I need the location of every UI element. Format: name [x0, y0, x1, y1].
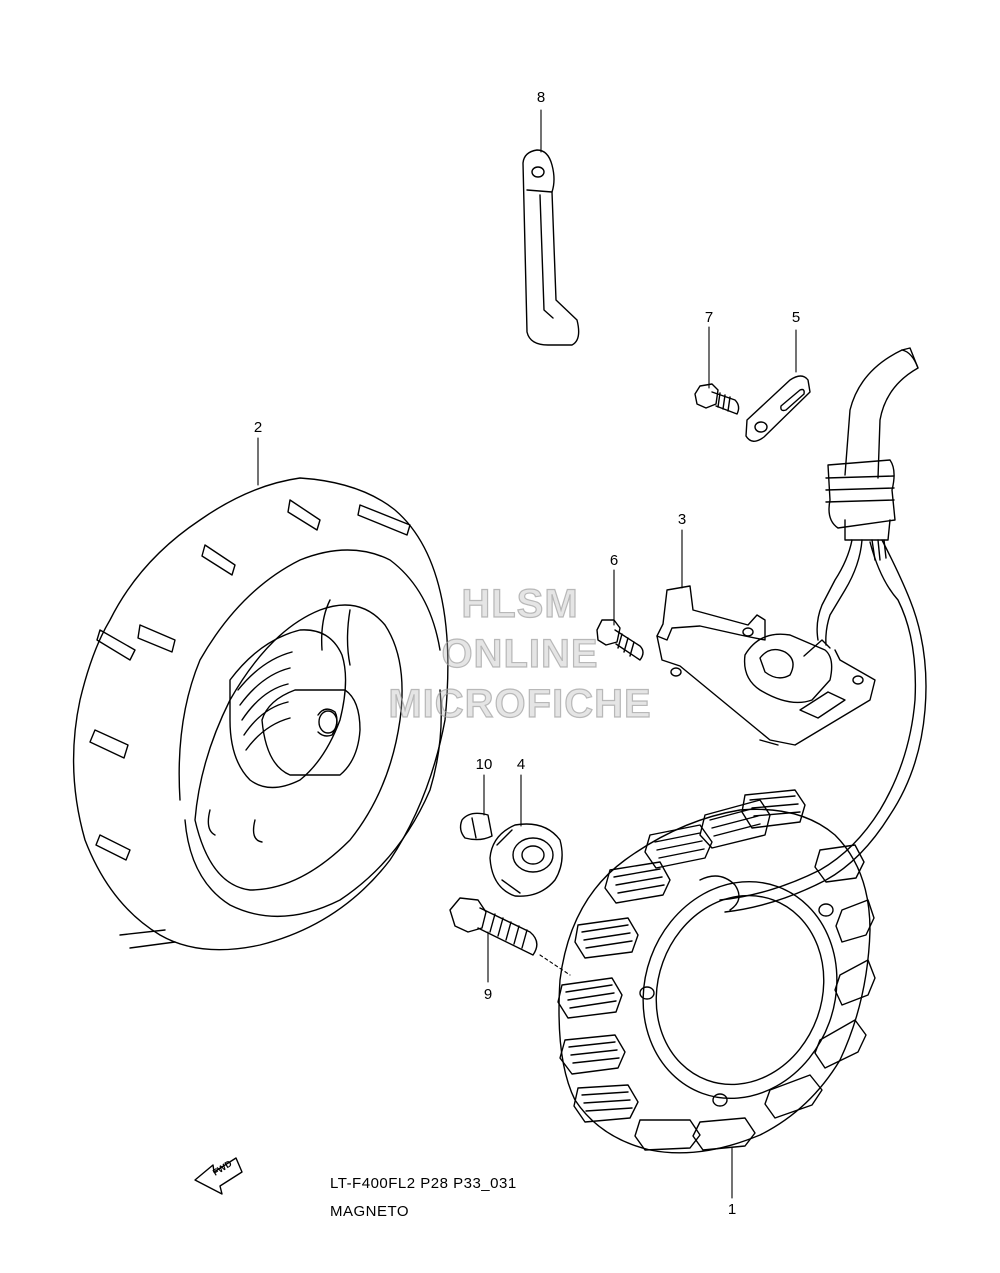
watermark-line-3: MICROFICHE — [388, 681, 652, 726]
diagram-title: MAGNETO — [330, 1203, 410, 1220]
part-9-bolt — [449, 897, 538, 956]
stator-poles — [557, 789, 876, 1151]
callout-6: 6 — [609, 552, 619, 569]
leader-lines — [257, 109, 797, 1199]
diagram-code: LT-F400FL2 P28 P33_031 — [330, 1175, 517, 1192]
callout-1: 1 — [727, 1201, 737, 1218]
fwd-arrow-icon — [194, 1157, 243, 1195]
part-4-nut — [489, 823, 563, 897]
callout-4: 4 — [516, 756, 526, 773]
part-10-key — [459, 812, 493, 841]
part-1-stator — [557, 789, 876, 1154]
part-5-plate — [745, 375, 811, 442]
part-6-bolt — [596, 619, 644, 661]
callout-10: 10 — [475, 756, 493, 773]
callout-9: 9 — [483, 986, 493, 1003]
watermark-line-2: ONLINE — [441, 631, 599, 676]
callout-8: 8 — [536, 89, 546, 106]
part-8-bracket — [522, 149, 580, 346]
part-2-flywheel — [72, 477, 449, 951]
callout-3: 3 — [677, 511, 687, 528]
wire-harness — [719, 347, 927, 913]
watermark-line-1: HLSM — [461, 581, 579, 626]
part-3-pickup-coil — [656, 585, 876, 746]
callout-5: 5 — [791, 309, 801, 326]
callout-7: 7 — [704, 309, 714, 326]
part-7-bolt — [694, 383, 740, 415]
callout-2: 2 — [253, 419, 263, 436]
